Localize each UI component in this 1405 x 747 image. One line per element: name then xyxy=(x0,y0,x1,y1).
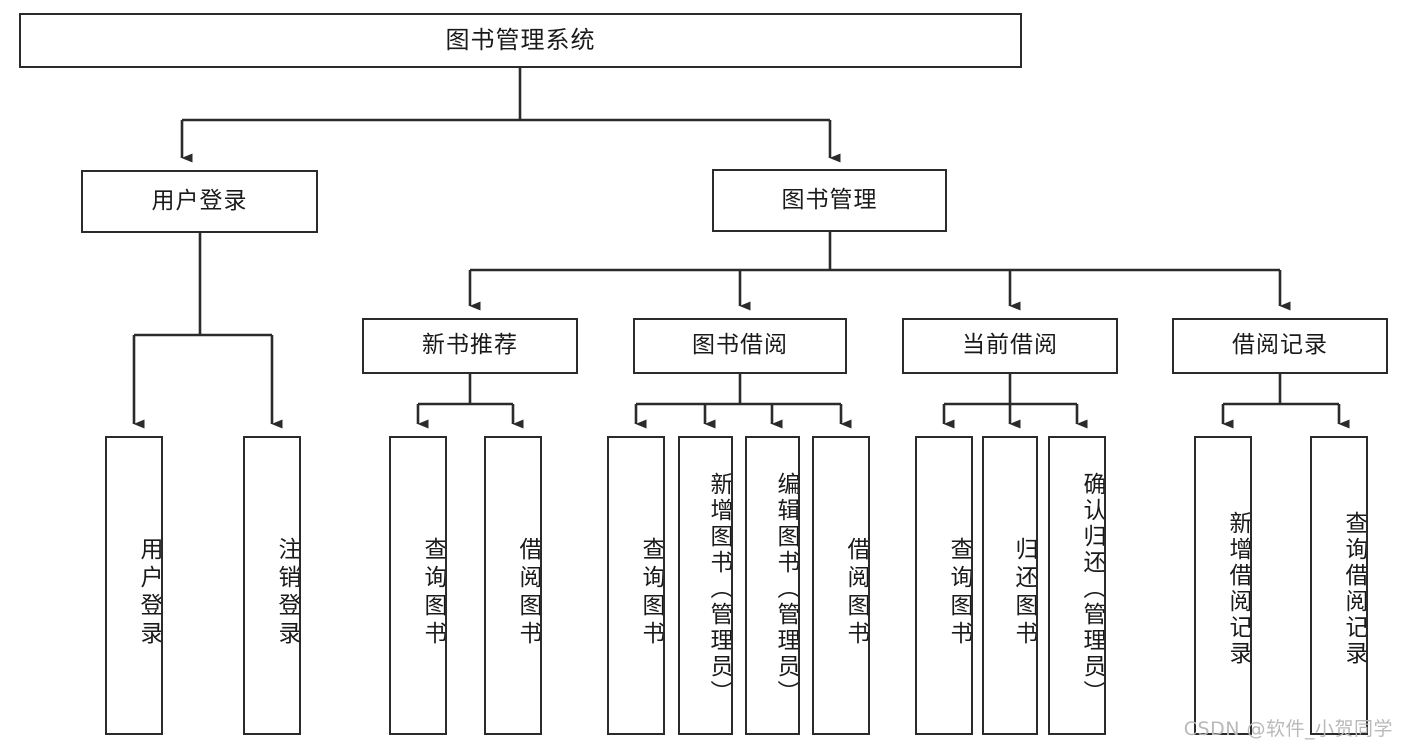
leaf-borrow-edit-book-admin[interactable]: 编辑图书（管理员） xyxy=(745,436,800,735)
leaf-borrow-query-book[interactable]: 查询图书 xyxy=(607,436,665,735)
node-new-book-recommend[interactable]: 新书推荐 xyxy=(362,318,578,374)
leaf-new-book-query[interactable]: 查询图书 xyxy=(389,436,447,735)
node-root-system[interactable]: 图书管理系统 xyxy=(19,13,1022,68)
leaf-user-login-signout[interactable]: 注销登录 xyxy=(243,436,301,735)
leaf-current-query-book[interactable]: 查询图书 xyxy=(915,436,973,735)
csdn-watermark: CSDN @软件_小贺同学 xyxy=(1183,718,1393,740)
leaf-record-add-record[interactable]: 新增借阅记录 xyxy=(1194,436,1252,735)
node-current-borrow[interactable]: 当前借阅 xyxy=(902,318,1118,374)
leaf-record-query-record[interactable]: 查询借阅记录 xyxy=(1310,436,1368,735)
leaf-new-book-borrow[interactable]: 借阅图书 xyxy=(484,436,542,735)
leaf-borrow-borrow-book[interactable]: 借阅图书 xyxy=(812,436,870,735)
leaf-current-return-book[interactable]: 归还图书 xyxy=(982,436,1038,735)
node-book-management[interactable]: 图书管理 xyxy=(712,169,947,232)
leaf-borrow-add-book-admin[interactable]: 新增图书（管理员） xyxy=(678,436,733,735)
node-book-borrow[interactable]: 图书借阅 xyxy=(633,318,847,374)
node-user-login[interactable]: 用户登录 xyxy=(81,170,318,233)
leaf-user-login-signin[interactable]: 用户登录 xyxy=(105,436,163,735)
node-borrow-record[interactable]: 借阅记录 xyxy=(1172,318,1388,374)
leaf-current-confirm-return-admin[interactable]: 确认归还（管理员） xyxy=(1048,436,1106,735)
